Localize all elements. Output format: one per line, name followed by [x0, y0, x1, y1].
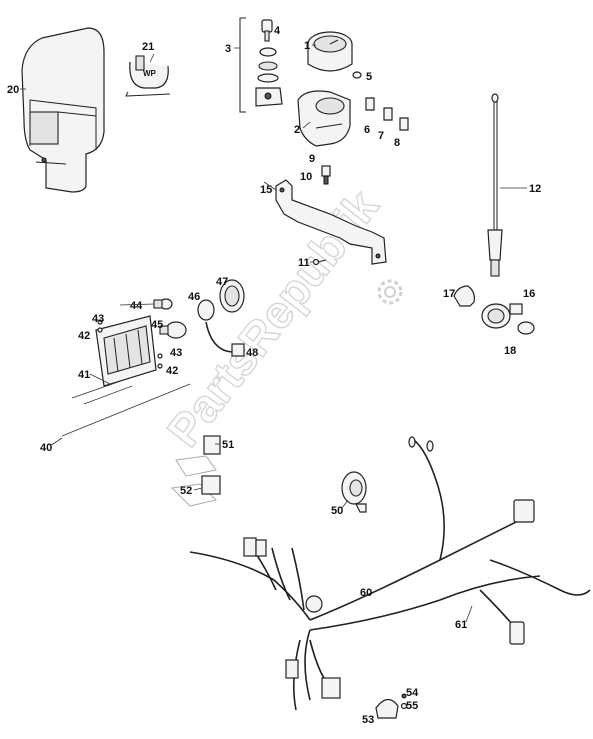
svg-text:WP: WP [143, 69, 157, 78]
callout-44: 44 [130, 300, 143, 312]
callout-43-upper: 43 [92, 313, 104, 325]
instrument-bracket [297, 90, 351, 147]
callout-4: 4 [274, 25, 281, 37]
callout-9: 9 [309, 153, 315, 165]
screw-11 [312, 258, 327, 266]
relays [170, 435, 221, 507]
callout-16: 16 [523, 288, 535, 300]
callout-2: 2 [294, 124, 300, 136]
watermark-gear-icon [377, 279, 403, 305]
callout-8: 8 [394, 137, 400, 149]
bulb-socket [321, 165, 331, 185]
callout-42-upper: 42 [78, 330, 90, 342]
speedometer [307, 31, 353, 72]
callout-21: 21 [142, 41, 154, 53]
wiring-harness [189, 436, 591, 711]
horn [341, 471, 367, 513]
callout-61: 61 [455, 619, 467, 631]
callout-3: 3 [225, 43, 231, 55]
callout-40: 40 [40, 442, 52, 454]
bulb-5 [352, 71, 362, 79]
callout-12: 12 [529, 183, 541, 195]
callout-45: 45 [151, 319, 163, 331]
headlight-socket [197, 279, 245, 357]
callout-6: 6 [364, 124, 370, 136]
callout-41: 41 [78, 369, 90, 381]
callout-10: 10 [300, 171, 312, 183]
callout-11: 11 [298, 257, 310, 269]
callout-60: 60 [360, 587, 372, 599]
callout-55: 55 [406, 700, 418, 712]
callout-1: 1 [304, 40, 310, 52]
callout-42-lower: 42 [166, 365, 178, 377]
headlight-mask [21, 27, 105, 193]
callout-52: 52 [180, 485, 192, 497]
callout-46: 46 [188, 291, 200, 303]
leader-lines [20, 44, 527, 623]
callout-50: 50 [331, 505, 343, 517]
callout-54: 54 [406, 687, 419, 699]
callout-5: 5 [366, 71, 372, 83]
callout-18: 18 [504, 345, 516, 357]
ignition-lock-set [239, 17, 283, 113]
indicator-lamps [365, 97, 409, 131]
callout-17: 17 [443, 288, 455, 300]
speedometer-cable [487, 93, 503, 277]
watermark: PartsRepublik [156, 179, 389, 456]
headlight-unit [61, 315, 191, 437]
callout-51: 51 [222, 439, 234, 451]
callout-53: 53 [362, 714, 374, 726]
callout-15: 15 [260, 184, 272, 196]
callout-47: 47 [216, 276, 228, 288]
callout-20: 20 [7, 84, 19, 96]
harness-bracket [375, 693, 408, 719]
callout-43-lower: 43 [170, 347, 182, 359]
bulbs [153, 298, 187, 339]
svg-text:PartsRepublik: PartsRepublik [157, 180, 389, 456]
callout-7: 7 [378, 130, 384, 142]
instrument-support [275, 179, 387, 265]
fork-clamp: WP [125, 55, 171, 97]
callout-48: 48 [246, 347, 258, 359]
speedometer-drive [453, 285, 535, 335]
